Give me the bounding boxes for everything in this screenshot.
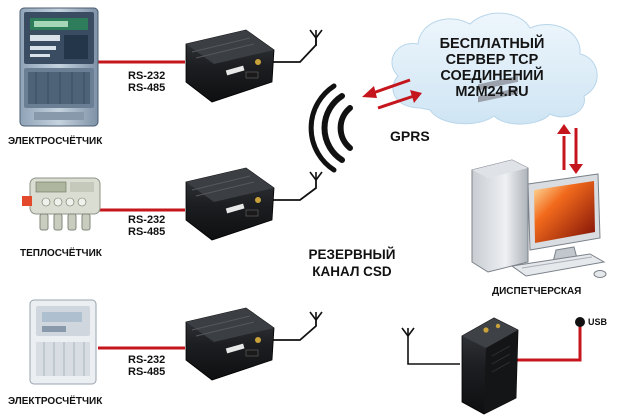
cloud-icon (391, 12, 598, 125)
cloud-server-label: БЕСПЛАТНЫЙ СЕРВЕР TCP СОЕДИНЕНИЙ M2M24.R… (428, 36, 556, 100)
dispatch-arrows (557, 124, 583, 174)
antenna-icon (309, 29, 323, 46)
backup-line: КАНАЛ CSD (312, 264, 392, 279)
meter-label: ТЕПЛОСЧЁТЧИК (20, 248, 102, 259)
interface-line: RS-232 (128, 214, 166, 226)
electricity-meter-icon (19, 7, 99, 127)
meter-label: ЭЛЕКТРОСЧЁТЧИК (8, 396, 103, 407)
interface-line: RS-232 (128, 354, 166, 366)
antenna-feed (265, 178, 317, 201)
backup-line: РЕЗЕРВНЫЙ (308, 247, 396, 262)
usb-plug-icon (575, 317, 585, 327)
backup-channel-label: РЕЗЕРВНЫЙ КАНАЛ CSD (296, 246, 408, 280)
signal-waves-icon (308, 83, 353, 173)
interface-label: RS-232 RS-485 (128, 354, 165, 378)
interface-label: RS-232 RS-485 (128, 214, 165, 238)
gprs-arrows (362, 78, 422, 110)
usb-line (514, 326, 582, 362)
usb-label: USB (588, 317, 608, 327)
gsm-modem-icon (185, 167, 275, 241)
interface-line: RS-485 (128, 82, 166, 94)
electricity-meter-icon (29, 299, 97, 385)
cloud-line: БЕСПЛАТНЫЙ (439, 36, 545, 52)
interface-line: RS-232 (128, 70, 166, 82)
interface-line: RS-485 (128, 366, 166, 378)
interface-label: RS-232 RS-485 (128, 70, 165, 94)
gsm-modem-icon (185, 307, 275, 381)
cloud-line: СОЕДИНЕНИЙ (440, 68, 544, 84)
desktop-computer-icon (471, 75, 607, 278)
heat-meter-icon (22, 177, 101, 231)
cloud-line: СЕРВЕР TCP (445, 52, 539, 68)
gsm-modem-icon (185, 29, 275, 103)
antenna-feed (265, 318, 317, 341)
dispatch-label: ДИСПЕТЧЕРСКАЯ (492, 286, 582, 297)
serial-links (98, 60, 185, 350)
gprs-label: GPRS (390, 128, 430, 144)
antenna-icon (309, 171, 323, 182)
antenna-icon (309, 311, 323, 322)
interface-line: RS-485 (128, 226, 166, 238)
gsm-modem-icon (461, 317, 519, 415)
meter-label: ЭЛЕКТРОСЧЁТЧИК (8, 136, 103, 147)
cloud-line: M2M24.RU (455, 84, 529, 100)
antenna-icon (401, 327, 460, 365)
